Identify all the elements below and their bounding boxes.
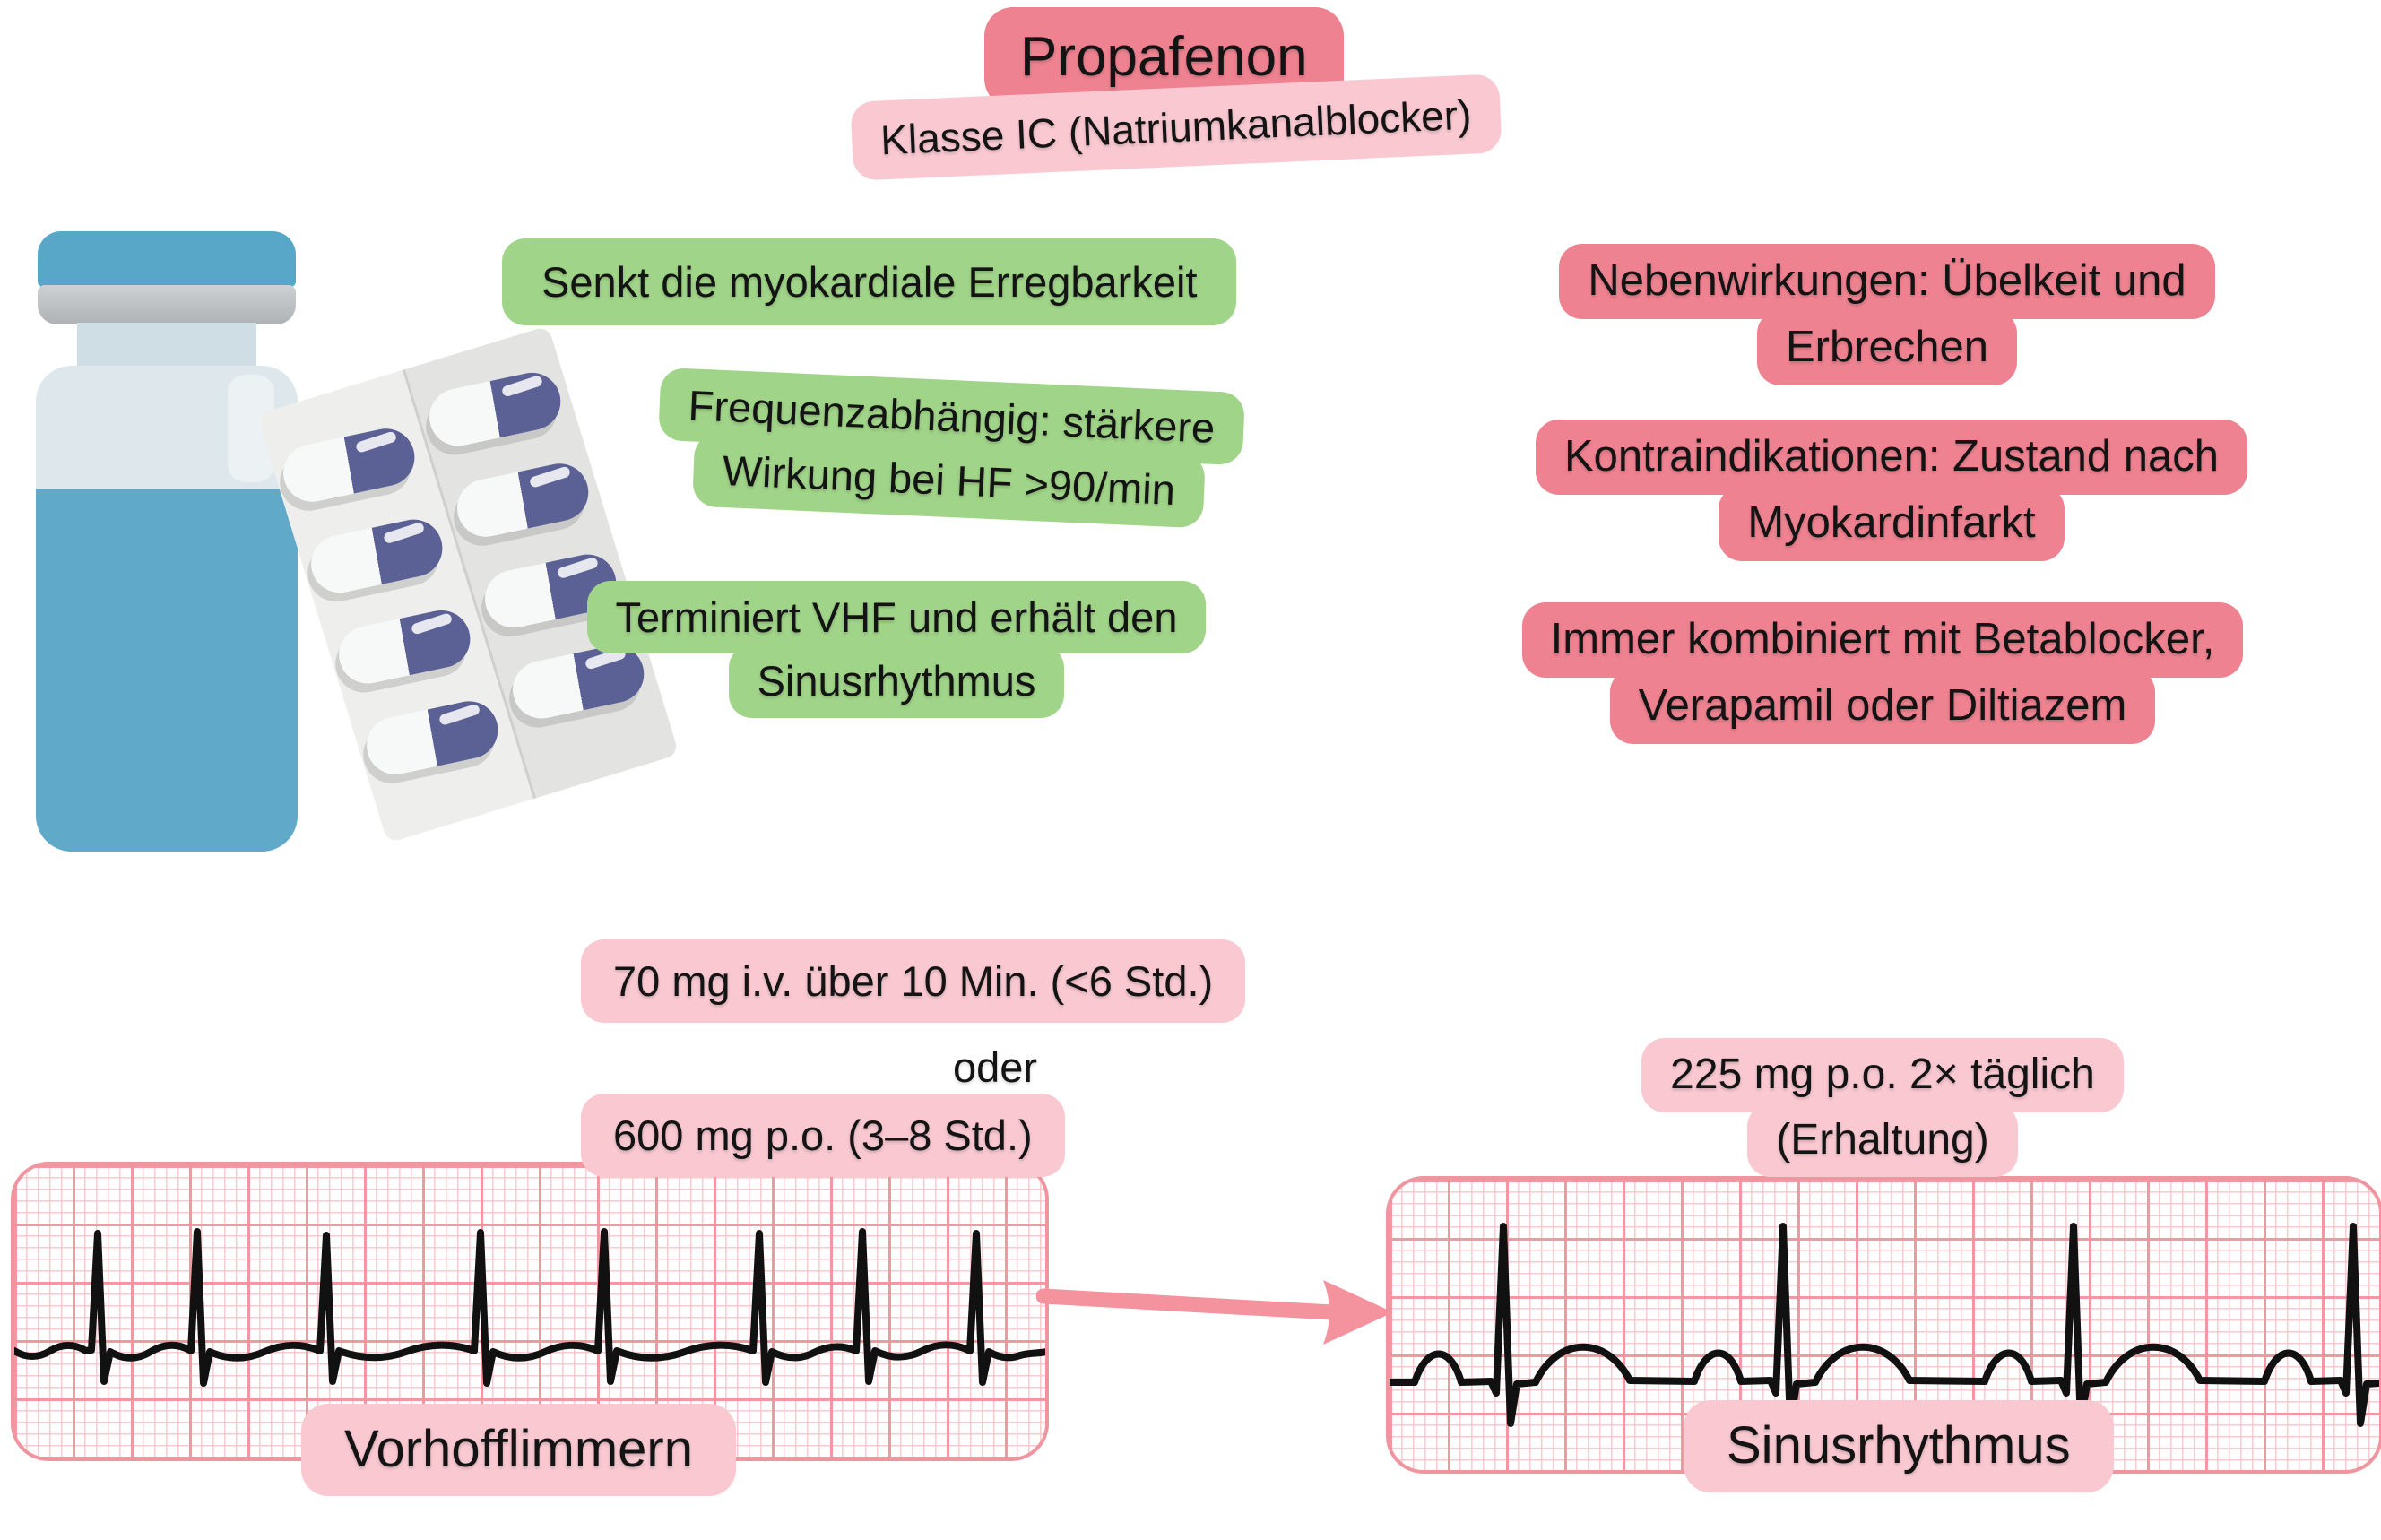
risk-text-line2: Erbrechen (1756, 309, 2018, 385)
risk-badge-contraindication: Kontraindikationen: Zustand nach Myokard… (1479, 420, 2304, 561)
ecg-afib-trace (14, 1228, 1045, 1387)
vial-body (36, 366, 298, 852)
ecg-sinus-trace (1390, 1223, 2379, 1427)
vial-neck (77, 323, 256, 369)
dose-po-badge: 600 mg p.o. (3–8 Std.) (581, 1094, 1065, 1178)
effect-text-line1: Terminiert VHF und erhält den (586, 581, 1207, 654)
sinus-label-badge: Sinusrhythmus (1684, 1400, 2114, 1492)
sinus-label-text: Sinusrhythmus (1684, 1400, 2114, 1492)
capsule-gloss (382, 521, 426, 545)
risk-text-line2: Verapamil oder Diltiazem (1609, 668, 2156, 744)
effect-text-line2: Sinusrhythmus (728, 645, 1065, 718)
effect-text: Senkt die myokardiale Erregbarkeit (502, 238, 1237, 326)
capsule-gloss (500, 374, 544, 398)
risk-badge-side-effects: Nebenwirkungen: Übelkeit und Erbrechen (1484, 244, 2290, 385)
capsule-gloss (528, 465, 572, 489)
effect-badge-excitability: Senkt die myokardiale Erregbarkeit (502, 238, 1237, 326)
capsule-gloss (556, 556, 600, 580)
risk-text-line2: Myokardinfarkt (1719, 485, 2065, 561)
capsule-icon (306, 514, 448, 599)
dose-conjunction: oder (896, 1036, 1094, 1098)
dose-iv-text: 70 mg i.v. über 10 Min. (<6 Std.) (581, 939, 1246, 1024)
afib-label-text: Vorhofflimmern (301, 1404, 736, 1496)
effect-badge-termination: Terminiert VHF und erhält den Sinusrhyth… (538, 581, 1255, 718)
dose-conjunction-text: oder (952, 1043, 1038, 1091)
capsule-icon (361, 696, 504, 780)
capsule-icon (333, 605, 476, 689)
subtitle-text: Klasse IC (Natriumkanalblocker) (850, 74, 1502, 181)
dose-maintenance-line1: 225 mg p.o. 2× täglich (1641, 1038, 2124, 1112)
risk-text-line1: Immer kombiniert mit Betablocker, (1521, 602, 2244, 678)
subtitle-badge: Klasse IC (Natriumkanalblocker) (850, 74, 1502, 181)
capsule-icon (278, 423, 420, 507)
capsule-gloss (437, 703, 481, 727)
risk-badge-combination: Immer kombiniert mit Betablocker, Verapa… (1461, 602, 2304, 744)
dose-iv-badge: 70 mg i.v. über 10 Min. (<6 Std.) (581, 939, 1246, 1024)
dose-maintenance-badge: 225 mg p.o. 2× täglich (Erhaltung) (1609, 1038, 2156, 1178)
vial-liquid (36, 489, 298, 852)
risk-text-line1: Nebenwirkungen: Übelkeit und (1559, 244, 2215, 319)
arrow-shaft (1036, 1288, 1340, 1320)
vial-cap-ring (38, 285, 296, 324)
capsule-gloss (354, 430, 398, 454)
arrow-head (1323, 1280, 1393, 1345)
vial-glass (36, 366, 298, 489)
afib-waveform-path (14, 1228, 1045, 1387)
right-arrow-icon (1036, 1280, 1393, 1345)
effect-badge-frequency: Frequenzabhängig: stärkere Wirkung bei H… (584, 364, 1316, 532)
capsule-gloss (410, 612, 454, 636)
afib-label-badge: Vorhofflimmern (301, 1404, 736, 1496)
vial-cap (38, 231, 296, 287)
sinus-waveform-path (1390, 1223, 2379, 1427)
risk-text-line1: Kontraindikationen: Zustand nach (1535, 420, 2248, 495)
dose-maintenance-line2: (Erhaltung) (1747, 1103, 2018, 1178)
dose-po-text: 600 mg p.o. (3–8 Std.) (581, 1094, 1065, 1178)
